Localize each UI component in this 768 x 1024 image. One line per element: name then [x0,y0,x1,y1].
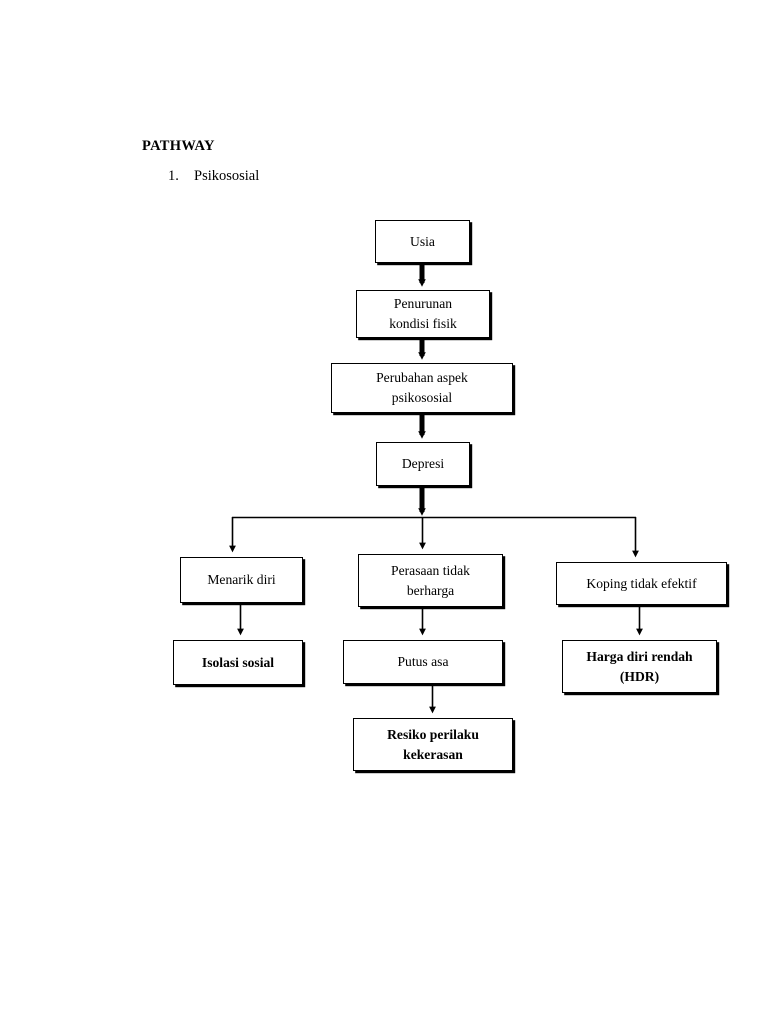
list-item-number: 1. [168,168,179,184]
node-koping-tidak-efektif: Koping tidak efektif [556,562,727,605]
page-title: PATHWAY [142,138,215,154]
node-depresi: Depresi [376,442,470,486]
node-usia: Usia [375,220,470,263]
node-putus-asa-label: Putus asa [397,654,449,670]
node-menarik-diri-label: Menarik diri [207,572,276,588]
node-isolasi-sosial-label: Isolasi sosial [201,654,275,670]
node-depresi-label: Depresi [401,456,445,472]
node-usia-label: Usia [410,233,435,249]
list-item: 1. Psikososial [168,168,259,185]
node-menarik-diri: Menarik diri [180,557,303,603]
node-harga-diri-rendah-label: Harga diri rendah(HDR) [586,648,693,684]
node-putus-asa: Putus asa [343,640,503,684]
node-harga-diri-rendah: Harga diri rendah(HDR) [562,640,717,693]
node-isolasi-sosial: Isolasi sosial [173,640,303,685]
node-koping-tidak-efektif-label: Koping tidak efektif [586,575,697,591]
list-item-label: Psikososial [194,168,260,184]
